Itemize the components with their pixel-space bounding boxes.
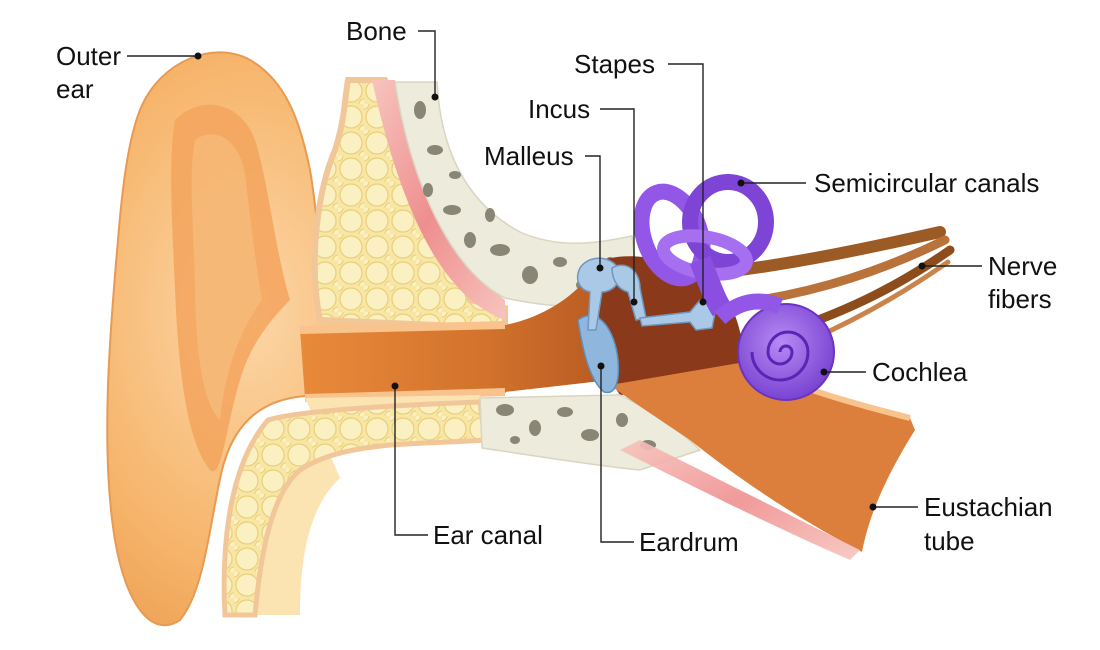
ear-canal-shape [299,275,610,402]
label-outer-ear-line2: ear [56,74,94,104]
label-eustachian-tube-line1: Eustachian [924,492,1053,522]
eustachian-tube-shape [610,359,915,560]
label-nerve-fibers-line2: fibers [988,284,1052,314]
label-eustachian-tube-line2: tube [924,526,975,556]
leader-lines [127,30,982,543]
labels: Outer ear Bone Stapes Incus Malleus Semi… [56,16,1057,557]
label-bone: Bone [346,16,407,46]
lower-tissue-layers [221,395,488,618]
eardrum-shape [577,314,620,394]
label-semicircular-canals: Semicircular canals [814,168,1039,198]
ossicles [576,257,717,331]
label-nerve-fibers-line1: Nerve [988,251,1057,281]
label-incus: Incus [528,94,590,124]
label-stapes: Stapes [574,49,655,79]
label-ear-canal: Ear canal [433,520,543,550]
upper-tissue-layers [311,77,508,332]
label-eardrum: Eardrum [639,527,739,557]
cochlea-shape [714,293,835,401]
label-cochlea: Cochlea [872,357,968,387]
label-outer-ear-line1: Outer [56,41,121,71]
label-malleus: Malleus [484,141,574,171]
